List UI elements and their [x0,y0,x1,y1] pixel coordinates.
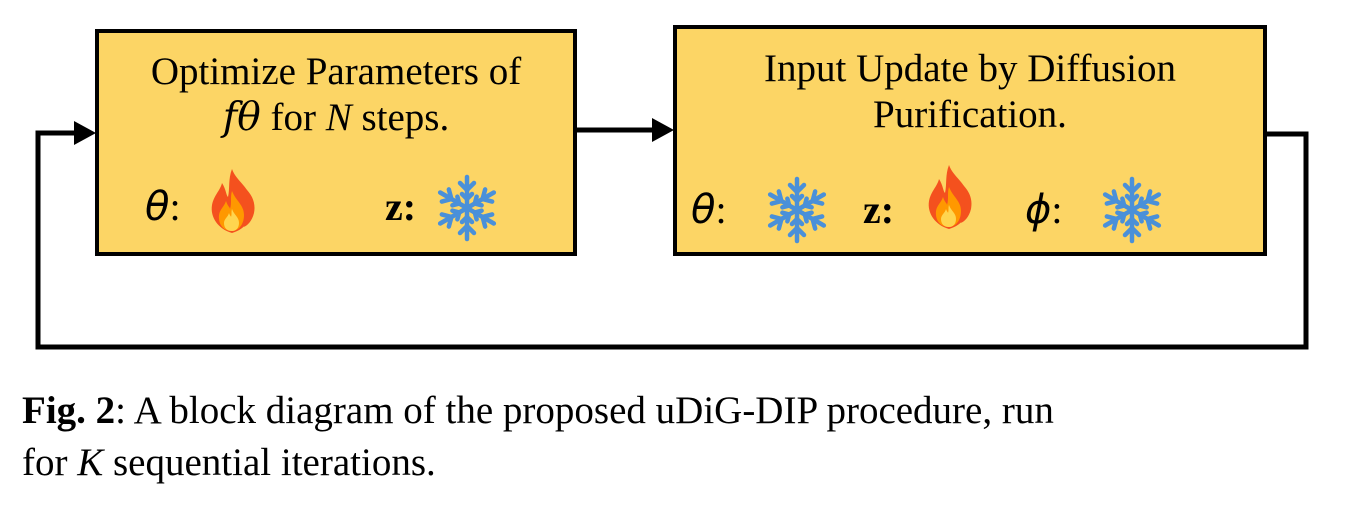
connector-lines [35,118,1309,350]
phi-colon: : [1051,187,1063,232]
snowflake-icon [767,176,827,244]
input-update-block: Input Update by Diffusion Purification. … [673,25,1267,256]
optimize-title-line1: Optimize Parameters of [150,50,522,93]
optimize-title-line2: fθ for N steps. [99,95,573,141]
z-symbol: z [385,184,403,229]
feedback-loop-line [35,130,1309,350]
caption-colon: : [115,389,127,432]
arrowhead-2 [74,121,96,145]
caption-text-2-suffix: sequential iterations. [103,441,436,484]
theta-colon: : [169,184,181,229]
snowflake-icon [437,174,497,242]
optimize-block-title: Optimize Parameters of fθ for N steps. [99,49,573,141]
fire-icon [211,169,255,233]
n-symbol: N [325,96,352,139]
theta-label: θ: [691,186,727,234]
caption-line1: Fig. 2: A block diagram of the proposed … [22,385,1342,437]
snowflake-icon [1102,176,1162,244]
optimize-parameters-block: Optimize Parameters of fθ for N steps. θ… [95,29,577,256]
figure-label: Fig. 2 [22,389,116,432]
update-block-title: Input Update by Diffusion Purification. [677,46,1263,138]
fire-icon [928,165,972,229]
optimize-title-for: for [260,96,326,139]
caption-text-1: A block diagram of the proposed uDiG-DIP… [126,389,1054,432]
theta-symbol: θ [691,187,716,233]
z-colon: : [880,187,895,232]
update-title-line1: Input Update by Diffusion [764,47,1176,90]
optimize-title-steps: steps. [351,96,450,139]
update-title-line2: Purification. [873,93,1067,136]
f-theta-symbol: fθ [222,95,261,140]
caption-line2: for K sequential iterations. [22,437,1342,489]
theta-colon: : [715,187,727,232]
figure-caption: Fig. 2: A block diagram of the proposed … [22,385,1342,489]
z-label: z: [385,183,416,231]
z-colon: : [402,184,417,229]
z-symbol: z [863,187,881,232]
k-symbol: K [77,441,104,484]
block-diagram: Optimize Parameters of fθ for N steps. θ… [35,25,1309,350]
phi-symbol: ϕ [1025,187,1052,233]
arrowhead-1 [652,118,674,142]
theta-label: θ: [145,183,181,231]
phi-label: ϕ: [1025,186,1063,234]
caption-text-2-prefix: for [22,441,78,484]
z-label: z: [863,186,894,234]
theta-symbol: θ [145,184,170,230]
